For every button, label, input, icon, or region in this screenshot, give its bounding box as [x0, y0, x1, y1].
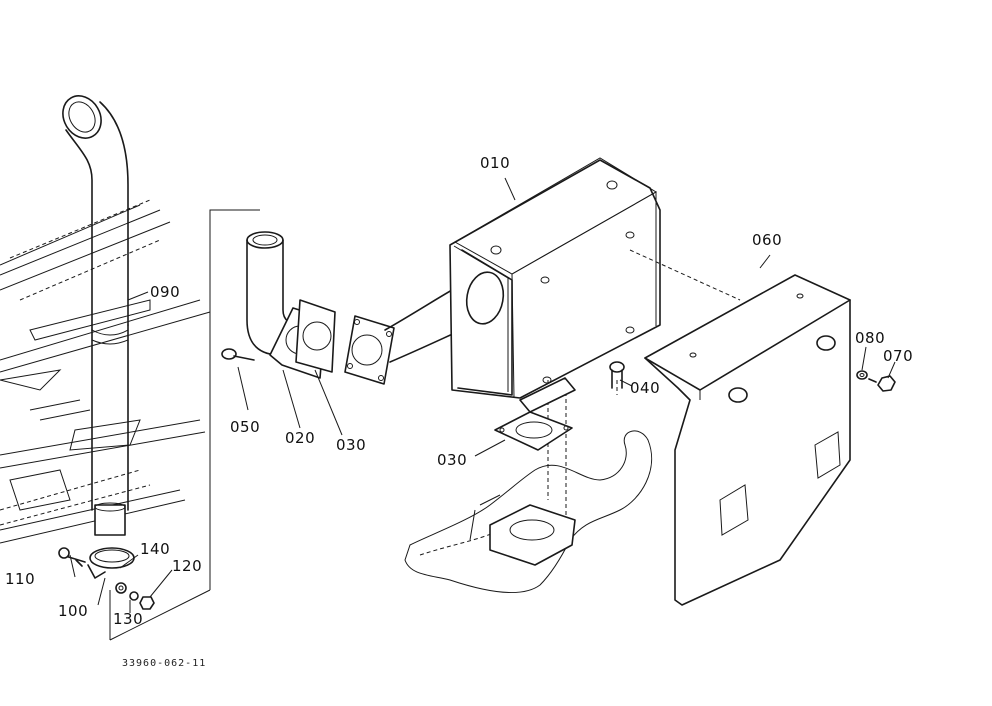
muffler-010	[449, 157, 661, 399]
label-090: 090	[150, 283, 180, 301]
label-080: 080	[855, 329, 885, 347]
tailpipe-090	[62, 95, 129, 536]
exhaust-manifold	[404, 430, 653, 594]
washer-080	[856, 370, 868, 380]
label-130: 130	[113, 610, 143, 628]
label-060: 060	[752, 231, 782, 249]
label-120: 120	[172, 557, 202, 575]
clamp-assembly	[58, 547, 155, 610]
bolt-070	[868, 375, 896, 392]
label-030-lower: 030	[437, 451, 467, 469]
gasket-030-lower	[494, 377, 576, 451]
label-020: 020	[285, 429, 315, 447]
label-110: 110	[5, 570, 35, 588]
leader-lines	[69, 177, 896, 613]
label-050: 050	[230, 418, 260, 436]
label-040: 040	[630, 379, 660, 397]
elbow-pipe	[221, 231, 336, 379]
drawing-reference: 33960-062-11	[122, 658, 206, 669]
heat-shield-060	[644, 274, 851, 606]
label-140: 140	[140, 540, 170, 558]
frame-background	[0, 199, 211, 544]
label-070: 070	[883, 347, 913, 365]
gasket-030-upper	[344, 315, 395, 385]
label-100: 100	[58, 602, 88, 620]
bolt-040	[609, 361, 625, 389]
label-030-upper: 030	[336, 436, 366, 454]
label-010: 010	[480, 154, 510, 172]
